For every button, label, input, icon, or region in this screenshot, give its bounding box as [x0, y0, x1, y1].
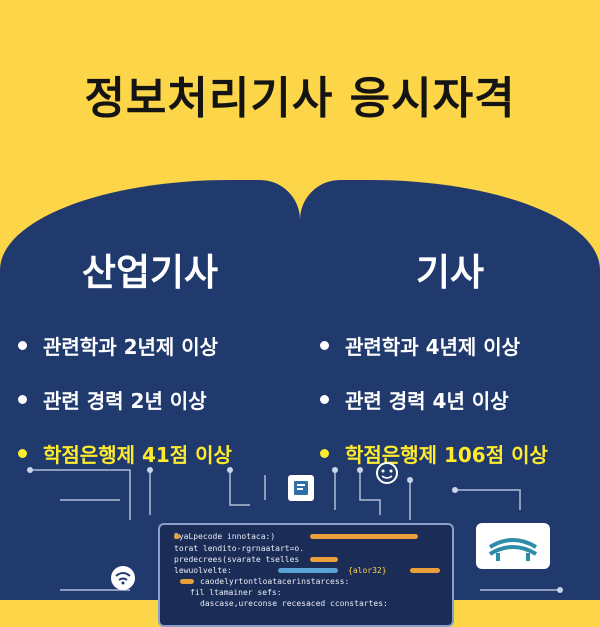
book-icon-badge: [476, 523, 550, 569]
code-line: lewuolvelte:: [174, 566, 232, 575]
code-tag: {alor32}: [348, 566, 387, 575]
code-highlight-bar: [410, 568, 440, 573]
code-line: torat lendito-rgrnaatart=o.: [174, 544, 305, 553]
list-item-text: 관련 경력 2년 이상: [43, 388, 207, 413]
engineer-heading: 기사: [415, 251, 485, 294]
code-line: fil ltamainer sefs:: [190, 588, 282, 597]
bullet-icon: [320, 448, 329, 458]
code-highlight-bar: [310, 557, 338, 562]
list-item-text: 학점은행제 106점 이상: [345, 442, 548, 467]
list-item-highlight: 학점은행제 41점 이상: [18, 426, 232, 480]
document-icon: [288, 475, 314, 501]
industrial-engineer-list: 관련학과 2년제 이상 관련 경력 2년 이상 학점은행제 41점 이상: [18, 318, 232, 480]
list-item: 관련 경력 2년 이상: [18, 372, 232, 426]
list-item-text: 학점은행제 41점 이상: [43, 442, 232, 467]
bullet-icon: [18, 394, 27, 404]
book-icon: [488, 538, 538, 561]
list-item-highlight: 학점은행제 106점 이상: [320, 426, 548, 480]
bullet-icon: [18, 448, 27, 458]
bullet-icon: [18, 340, 27, 350]
code-line: predecrees(svarate tselles: [174, 555, 300, 564]
industrial-engineer-heading: 산업기사: [81, 251, 219, 294]
code-marker: [174, 534, 180, 539]
code-line: dascase,ureconse recesaced cconstartes:: [200, 599, 388, 608]
code-screen: SyaLpecode innotaca:) torat lendito-rgrn…: [158, 523, 454, 627]
list-item: 관련 경력 4년 이상: [320, 372, 548, 426]
page-title: 정보처리기사 응시자격: [84, 73, 516, 124]
code-highlight-bar: [278, 568, 338, 573]
list-item: 관련학과 4년제 이상: [320, 318, 548, 372]
list-item-text: 관련학과 4년제 이상: [345, 334, 521, 359]
engineer-list: 관련학과 4년제 이상 관련 경력 4년 이상 학점은행제 106점 이상: [320, 318, 548, 480]
list-item-text: 관련 경력 4년 이상: [345, 388, 509, 413]
code-marker: [180, 579, 194, 584]
bullet-icon: [320, 394, 329, 404]
code-line: caodelyrtontloatacerinstarcess:: [200, 577, 350, 586]
code-highlight-bar: [310, 534, 418, 539]
list-item: 관련학과 2년제 이상: [18, 318, 232, 372]
list-item-text: 관련학과 2년제 이상: [43, 334, 219, 359]
industrial-engineer-panel: 산업기사 관련학과 2년제 이상 관련 경력 2년 이상 학점은행제 41점 이…: [0, 180, 300, 600]
bullet-icon: [320, 340, 329, 350]
code-line: SyaLpecode innotaca:): [174, 532, 276, 541]
